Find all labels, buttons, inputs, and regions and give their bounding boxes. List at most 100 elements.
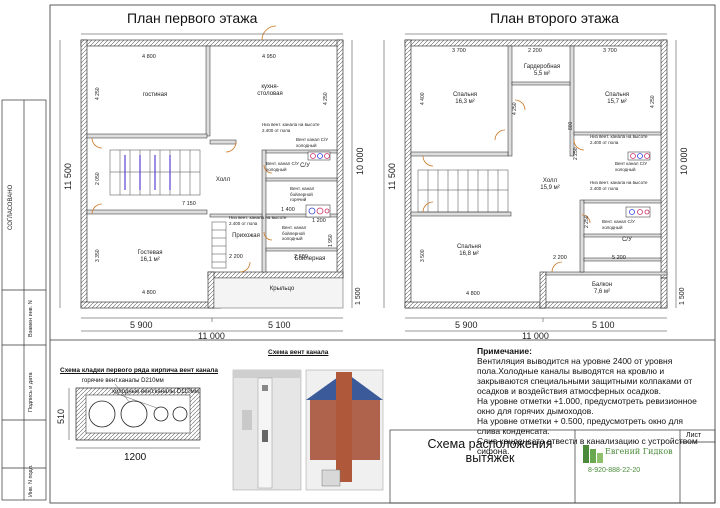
plan2-dim-mid-c: 2 250: [573, 147, 579, 160]
plan2-stairs: [417, 169, 509, 213]
plan2-doors: [422, 99, 591, 273]
plan1-dim-b1: 1 400: [281, 207, 295, 213]
titleblock-title: Схема расположения вытяжек: [427, 437, 553, 465]
room-boiler: Бойлерная: [294, 256, 326, 262]
room2-bed1: Спальня 16,3 м²: [452, 92, 478, 105]
stamp-sign-date: Подпись и дата: [28, 372, 34, 412]
note-line-2: На уровне отметки +1.000, предусмотреть …: [477, 396, 697, 416]
room-prihozhaya: Прихожая: [232, 233, 260, 239]
plan1-dim-w-right: 5 100: [268, 320, 291, 330]
room-guest: Гостевая 16,1 м²: [137, 250, 163, 263]
plan2-dim-top-b: 2 200: [528, 48, 542, 54]
plan1-dim-top-right: 4 950: [262, 54, 276, 60]
plan2-vent-channels: [625, 151, 651, 218]
plan2-dimension-lines: [383, 33, 677, 332]
room2-hall: Холл 15,9 м²: [540, 178, 560, 191]
plan2-dim-su-h: 2 250: [584, 215, 590, 228]
plan2-dim-total-h-right: 10 000: [679, 147, 689, 175]
sheet-border: [49, 4, 716, 504]
plan1-note-vent-boiler-hot: Вент. канал бойлерной горячий: [290, 186, 315, 202]
room-living: гостиная: [142, 92, 168, 98]
plan2-dim-top-a: 3 700: [452, 48, 466, 54]
plan1-dim-left-upper: 4 250: [95, 87, 101, 100]
note-heading: Примечание:: [477, 346, 532, 356]
titleblock-phone: 8-920-888-22-20: [588, 467, 641, 474]
plan1-note-vent-low-kitchen: Низ вент. канала на высоте 2.400 от пола: [262, 122, 320, 133]
room-hall: Холл: [215, 177, 231, 183]
plan1-dim-total-h-right: 10 000: [355, 147, 365, 175]
plan1-dim-b3: 1 950: [328, 234, 334, 247]
plan1-walls: [80, 39, 344, 309]
plan2-dim-hall-w: 2 200: [553, 255, 567, 261]
titleblock-brand: Евгений Гидков: [605, 447, 673, 456]
plan2-dim-w-left: 5 900: [455, 320, 478, 330]
lower-frame: [50, 339, 716, 504]
masonry-height: 510: [56, 408, 66, 424]
masonry-hot-label: горячие вент.каналы D210мм: [82, 378, 164, 384]
room2-wardrobe: Гардеробная 5,5 м²: [523, 64, 561, 77]
plan2-dim-right-upper: 4 250: [650, 95, 656, 108]
plan1-dim-left-lower: 3 350: [95, 249, 101, 262]
plan1-dim-b2: 1 200: [312, 218, 326, 224]
plan2-note-vent-su-cold: Вент канал С/У холодный: [615, 161, 648, 172]
note-line-1: Вентиляция выводится на уровне 2400 от у…: [477, 356, 693, 396]
plan1-dim-left-mid: 2 050: [95, 172, 101, 185]
plan2-dim-left-upper: 4 400: [420, 92, 426, 105]
plan2-dim-left-lower: 3 500: [420, 249, 426, 262]
plan2-dim-balcony-h: 1 500: [679, 287, 686, 305]
plan1-dim-bottom-c: 2 600: [294, 254, 308, 260]
note-line-4: Слив конденсата отвести в канализацию с …: [477, 436, 698, 456]
plan1-stair-arrows: [124, 155, 171, 190]
room-su: С/У: [300, 163, 310, 169]
plan2-note-vent-low1: Низ вент. канала на высоте 2.400 от пола: [590, 134, 648, 145]
plan2-dim-mid-a: 4 250: [512, 102, 518, 115]
stamp-inv-replace: Взамен инв. N: [28, 300, 34, 337]
masonry-scheme: [68, 383, 201, 449]
room-porch: Крыльцо: [269, 286, 295, 292]
brand-logo: [583, 445, 603, 463]
vent-scheme-photo-left: [232, 369, 302, 491]
room2-balcony: Балкон 7,6 м²: [591, 282, 613, 295]
plan1-dim-top-left: 4 800: [142, 54, 156, 60]
note-block: Примечание: Вентиляция выводится на уров…: [477, 346, 707, 456]
plan1-dimension-lines: [59, 33, 353, 332]
plan2-dim-mid-b: 800: [568, 121, 574, 130]
vent-scheme-photo-right: [305, 369, 384, 491]
plan1-note-vent-su-cold: Вент канал С/У холодный: [296, 137, 329, 148]
titleblock-sheet: Лист: [686, 432, 702, 439]
plan2-walls: [404, 39, 668, 309]
masonry-cold-label: холодные вент.каналы D110мм: [112, 389, 199, 395]
plan2-note-vent-low2: Низ вент. канала на высоте 2.400 от пола: [590, 180, 648, 191]
plan1-note-vent-su-cold2: Вент. канал С/У холодный: [266, 161, 299, 172]
room-kitchen: кухня- столовая: [257, 84, 283, 97]
vent-scheme-title: Схема вент канала: [268, 349, 329, 356]
plan1-dim-stair: 7 150: [182, 201, 196, 207]
plan1-doors: [91, 25, 277, 273]
plan1-dim-bottom-a: 4 800: [142, 290, 156, 296]
plan2-dim-w-total: 11 000: [522, 331, 549, 341]
plan2-dim-w-right: 5 100: [592, 320, 615, 330]
note-line-3: На уровне отметки + 0.500, предусмотреть…: [477, 416, 684, 436]
plan1-dim-right-upper: 4 250: [323, 92, 329, 105]
plan1-dim-w-left: 5 900: [130, 320, 153, 330]
room2-bed3: Спальня 16,8 м²: [456, 244, 482, 257]
plan2-dim-bottom-a: 4 800: [466, 291, 480, 297]
plan1-dim-total-h: 11 500: [63, 163, 73, 190]
plan2-note-vent-su-cold2: Вент. канал С/У холодный: [602, 219, 635, 230]
stamp-inv-orig: Инв. N подл.: [28, 464, 34, 497]
plan2-title: План второго этажа: [490, 10, 619, 26]
stamp-agreed: СОГЛАСОВАНО: [8, 184, 14, 230]
plan2-dim-total-h: 11 500: [387, 163, 397, 190]
plan1-dim-porch-h: 1 500: [355, 287, 362, 305]
plan1-title: План первого этажа: [127, 10, 258, 26]
plan1-dim-bottom-b: 2 200: [229, 254, 243, 260]
side-stamp-frame: [1, 99, 47, 501]
plan2-dim-top-c: 3 700: [603, 48, 617, 54]
room2-bed2: Спальня 15,7 м²: [604, 92, 630, 105]
plan1-note-vent-boiler-cold: Вент. канал бойлерной холодный: [282, 225, 307, 241]
plan1-dim-w-total: 11 000: [198, 331, 225, 341]
masonry-width: 1200: [124, 452, 147, 463]
masonry-title: Схема кладки первого ряда кирпича вент к…: [60, 367, 219, 374]
plan1-vent-channels: [305, 151, 331, 218]
